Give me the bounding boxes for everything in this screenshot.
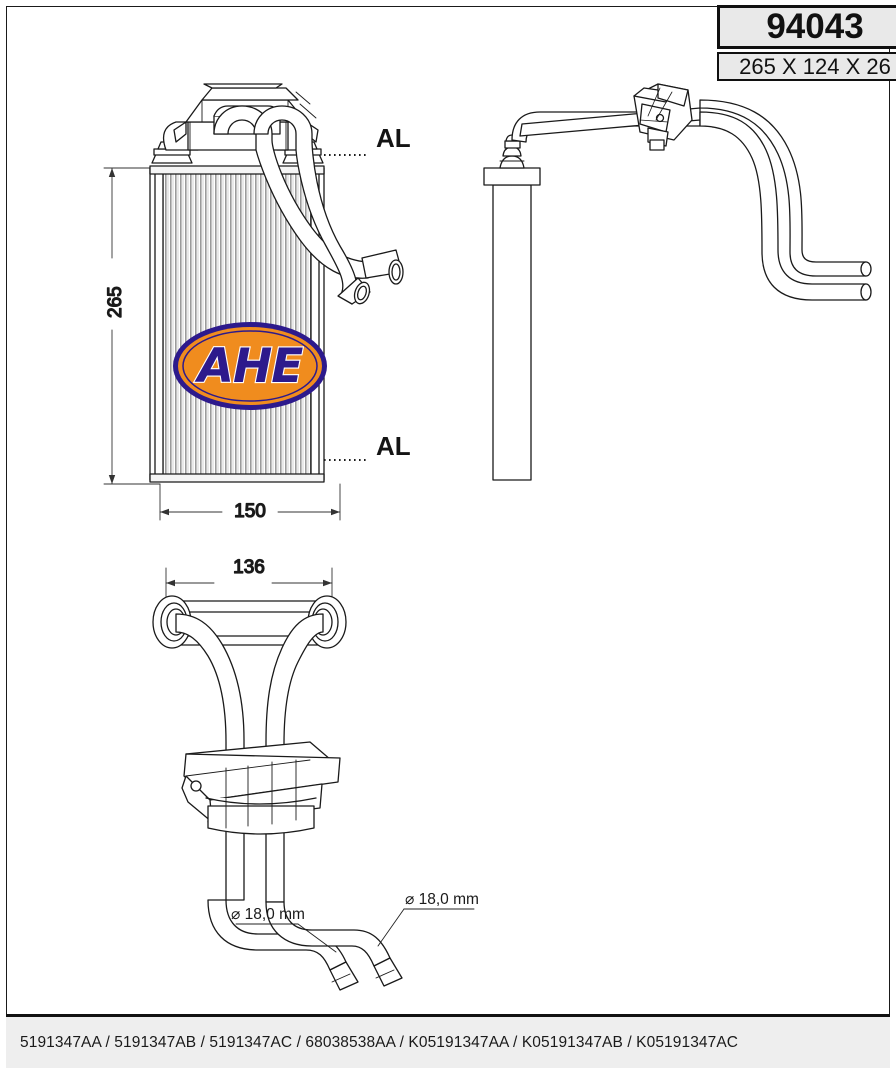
front-view-material-label-top: AL [376, 123, 411, 153]
part-numbers-text: 5191347AA / 5191347AB / 5191347AC / 6803… [20, 1033, 739, 1051]
pipe-diameter-label-left: ⌀ 18,0 mm [231, 906, 305, 923]
ahe-logo-text: AHE [194, 339, 304, 394]
pipe-diameter-label-right: ⌀ 18,0 mm [405, 891, 479, 908]
ahe-logo: AHE [173, 322, 327, 410]
product-dimensions-text: 265 X 124 X 26 [739, 53, 891, 79]
front-view-width-dimension: 150 [234, 501, 266, 522]
top-view-width-dimension: 136 [233, 557, 265, 578]
product-code-text: 94043 [766, 7, 864, 46]
part-numbers-strip: 5191347AA / 5191347AB / 5191347AC / 6803… [6, 1014, 890, 1068]
front-view-height-dimension: 265 [105, 286, 126, 318]
product-dimensions-box: 265 X 124 X 26 [717, 52, 896, 81]
front-view-material-label-bottom: AL [376, 431, 411, 461]
product-code-box: 94043 [717, 5, 896, 49]
